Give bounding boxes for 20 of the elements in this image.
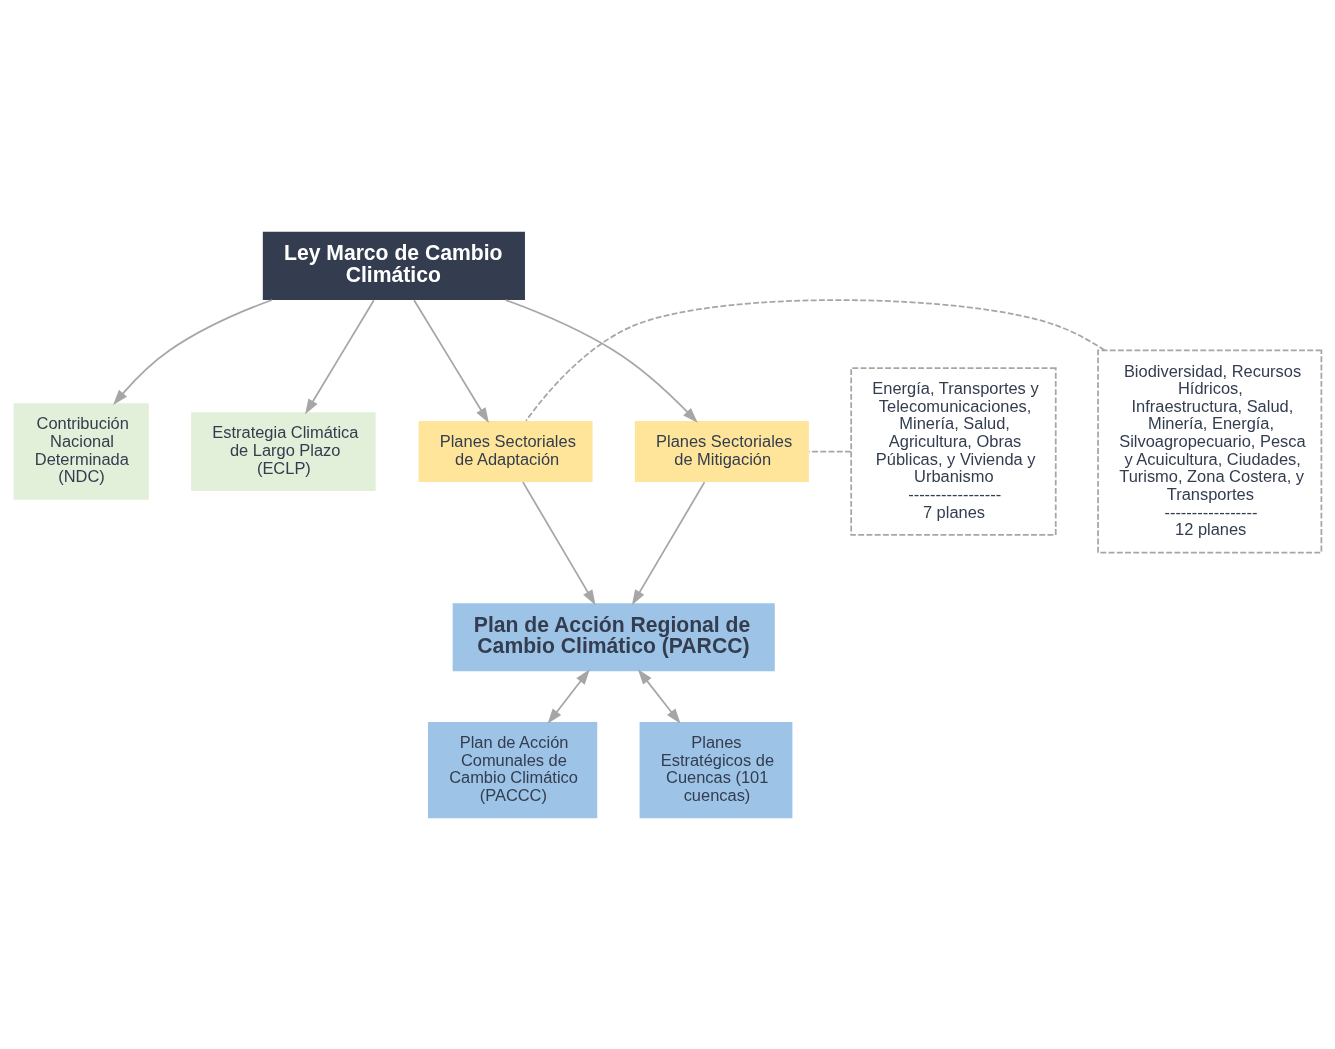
arrow — [413, 298, 489, 423]
arrow — [547, 668, 590, 724]
node-box: Planes Estratégicos de Cuencas (101 cuencas) — [639, 721, 793, 818]
node-box: Estrategia Climática de Largo Plazo (ECLP) — [191, 411, 376, 491]
connector — [808, 450, 852, 452]
node-box: Biodiversidad, Recursos Hídricos, Infraestructura, Salud, Minería, Energía, Silvoagropecuario, Pesca y Acuicultura, Ciudades, Turismo, Zona Costera, y Transportes ----------------- 12 planes — [1097, 349, 1323, 553]
arrow — [504, 298, 698, 423]
connector — [525, 298, 1106, 422]
node-box: Planes Sectoriales de Mitigación — [634, 420, 809, 482]
arrow — [631, 480, 706, 605]
arrow — [113, 298, 273, 405]
node-box: Plan de Acción Comunales de Cambio Climático (PACCC) — [428, 721, 598, 818]
node-box: Planes Sectoriales de Adaptación — [418, 420, 593, 482]
node-box: Plan de Acción Regional de Cambio Climático (PARCC) — [452, 602, 775, 671]
arrow — [305, 298, 375, 414]
arrow — [522, 480, 596, 605]
node-box: Energía, Transportes y Telecomunicaciones, Minería, Salud, Agricultura, Obras Públicas, y Vivienda y Urbanismo ----------------- 7 planes — [850, 366, 1057, 536]
node-box: Ley Marco de Cambio Climático — [262, 231, 525, 300]
arrow — [637, 668, 681, 724]
node-box: Contribución Nacional Determinada (NDC) — [13, 402, 149, 500]
